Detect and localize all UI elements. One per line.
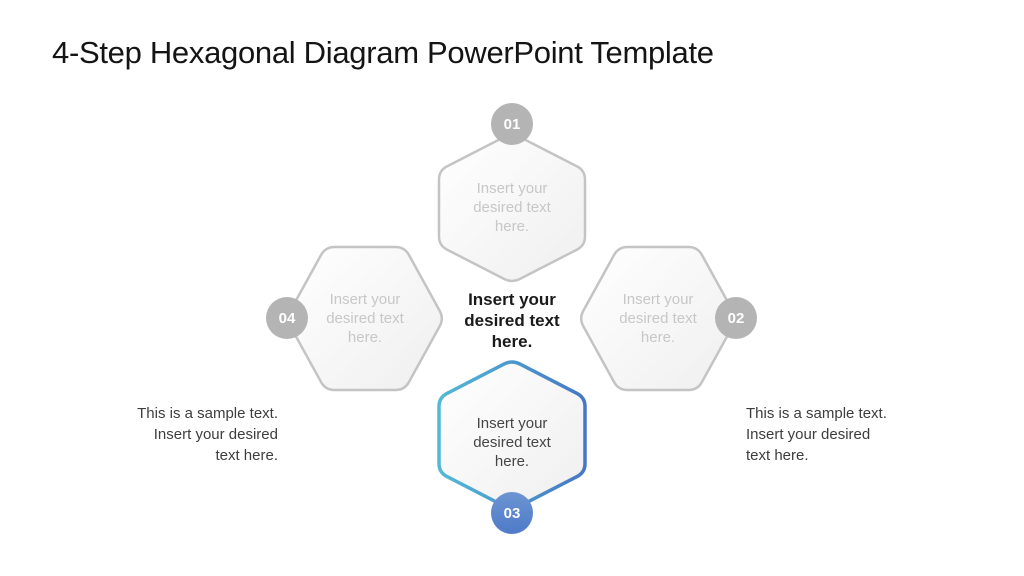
step-3-badge[interactable]: 03 — [491, 492, 533, 534]
step-2-badge[interactable]: 02 — [715, 297, 757, 339]
slide-title[interactable]: 4-Step Hexagonal Diagram PowerPoint Temp… — [52, 35, 714, 70]
step-3-placeholder-text[interactable]: Insert your desired text here. — [473, 415, 551, 470]
center-placeholder-text[interactable]: Insert your desired text here. — [464, 290, 560, 351]
step-4-badge[interactable]: 04 — [266, 297, 308, 339]
hexagon-step-4[interactable] — [286, 245, 444, 392]
step-1-badge[interactable]: 01 — [491, 103, 533, 145]
right-sample-text[interactable]: This is a sample text. Insert your desir… — [746, 405, 887, 464]
step-2-number: 02 — [727, 309, 745, 327]
step-4-number: 04 — [278, 309, 296, 327]
left-sample-text[interactable]: This is a sample text. Insert your desir… — [137, 405, 278, 464]
step-3-number: 03 — [503, 504, 521, 522]
step-2-placeholder-text[interactable]: Insert your desired text here. — [619, 291, 697, 346]
hexagon-step-1[interactable] — [437, 133, 587, 283]
step-1-number: 01 — [503, 115, 521, 133]
step-1-placeholder-text[interactable]: Insert your desired text here. — [473, 180, 551, 235]
step-4-placeholder-text[interactable]: Insert your desired text here. — [326, 291, 404, 346]
